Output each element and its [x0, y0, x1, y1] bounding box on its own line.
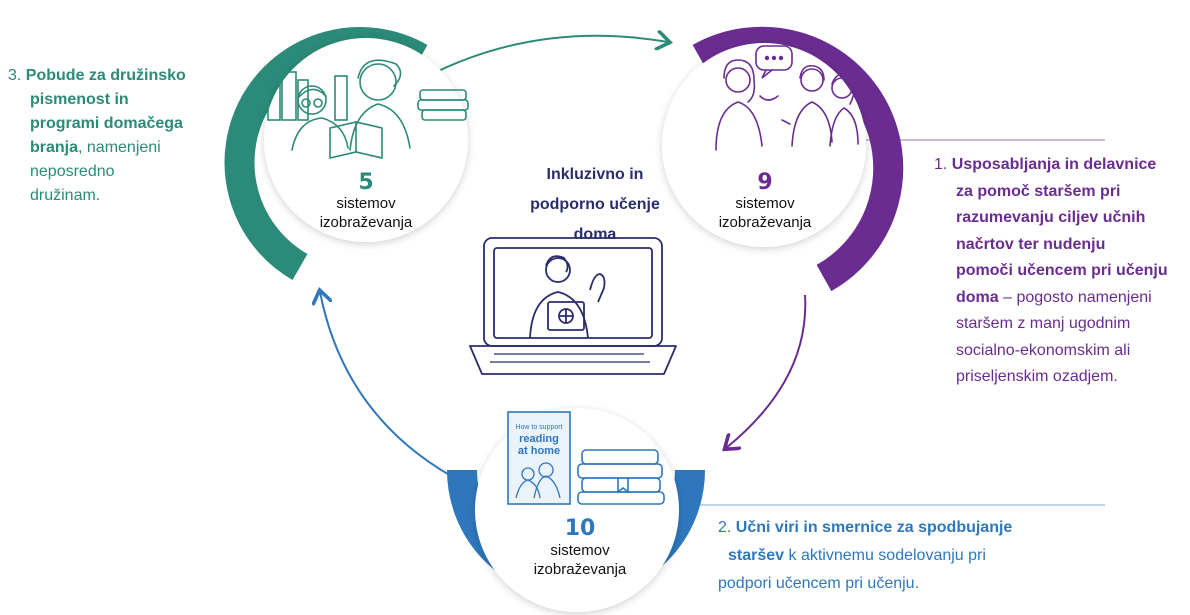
book-cover-line1: How to support [515, 424, 562, 431]
teal-circle-label-line1: sistemov [336, 195, 396, 212]
item1-text: 1. Usposabljanja in delavnice za pomoč s… [934, 152, 1184, 391]
book-cover-line2: reading [519, 433, 559, 445]
item1-bold-line5: pomoči učencem pri učenju [956, 262, 1168, 279]
item1-bold-line6: doma [956, 288, 999, 306]
family-reading-illustration [267, 59, 469, 160]
blue-circle-label: sistemov izobraževanja [510, 541, 650, 579]
blue-circle-label-line2: izobraževanja [533, 561, 627, 578]
item2-text: 2. Učni viri in smernice za spodbujanje … [718, 514, 1118, 598]
item3-bold-line2: pismenost in [30, 91, 129, 108]
item1-bold-line3: razumevanju ciljev učnih [956, 209, 1146, 226]
item2-bold-line1: Učni viri in smernice za spodbujanje [735, 519, 1013, 536]
item3-prefix: 3. [8, 67, 22, 84]
item1-plain-line1: staršem z manj ugodnim [956, 315, 1131, 332]
item3-bold-line3: programi domačega [30, 115, 183, 132]
item1-bold-line2: za pomoč staršem pri [956, 182, 1121, 200]
teal-circle-label: sistemov izobraževanja [296, 194, 436, 232]
blue-circle-number: 10 [564, 516, 596, 541]
arrow-purple-to-blue [726, 294, 807, 448]
item1-prefix: 1. [934, 156, 948, 173]
blue-circle [475, 408, 679, 612]
item3-text: 3. Pobude za družinsko pismenost in prog… [8, 64, 218, 208]
item3-plain-line1: neposredno [30, 163, 115, 180]
purple-circle-label-line2: izobraževanja [718, 214, 812, 231]
blue-circle-label-line1: sistemov [550, 542, 610, 559]
laptop-illustration [469, 237, 677, 375]
item2-bold-line2: staršev [728, 547, 785, 564]
support-book-illustration [507, 411, 665, 505]
item3-plain-line2: družinam. [30, 187, 101, 204]
item1-plain-line3: priseljenskim ozadjem. [956, 368, 1118, 385]
purple-circle-label: sistemov izobraževanja [695, 194, 835, 232]
item1-rest: – pogosto namenjeni [998, 288, 1152, 306]
teal-circle-number: 5 [358, 170, 374, 195]
purple-arc [692, 26, 904, 292]
arrow-blue-to-teal [320, 292, 463, 483]
item2-plain-line1: podpori učencem pri učenju. [718, 575, 920, 592]
purple-circle [662, 43, 866, 247]
book-cover-line3: at home [518, 445, 560, 457]
item3-bold-line1: Pobude za družinsko [25, 67, 186, 84]
item2-prefix: 2. [718, 519, 732, 536]
center-title-line1: Inkluzivno in [546, 166, 644, 183]
arrow-teal-to-purple [429, 36, 668, 76]
purple-circle-number: 9 [757, 170, 773, 195]
item1-bold-line4: načrtov ter nudenju [956, 235, 1106, 253]
center-title-line2: podporno učenje [530, 196, 660, 213]
item3-bold-line4: branja [30, 139, 79, 156]
center-title: Inkluzivno in podporno učenje doma [500, 160, 690, 250]
purple-circle-label-line1: sistemov [735, 195, 795, 212]
parents-talking-illustration [715, 45, 859, 151]
item1-bold-line1: Usposabljanja in delavnice [951, 156, 1157, 173]
item3-rest: , namenjeni [78, 139, 161, 156]
center-title-line3: doma [573, 226, 617, 243]
item2-rest: k aktivnemu sodelovanju pri [784, 547, 986, 564]
teal-circle-label-line2: izobraževanja [319, 214, 413, 231]
item1-plain-line2: socialno-ekonomskim ali [956, 341, 1131, 359]
